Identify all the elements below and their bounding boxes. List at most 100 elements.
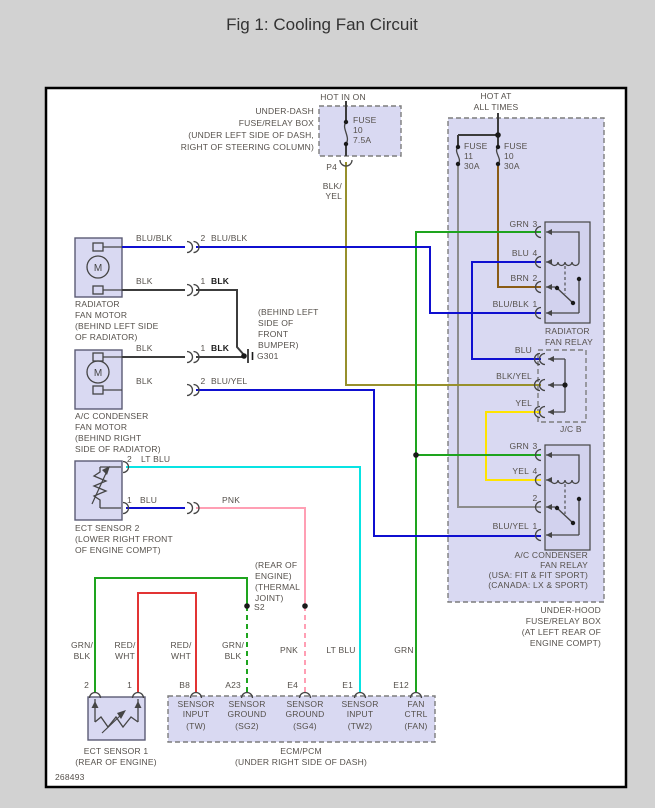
wire-color-label: RED/ [114,640,136,650]
wire-label-blk-yel: YEL [325,191,342,201]
splice-s2-dot [244,603,250,609]
fuse-terminal-dot [343,141,349,147]
wire-brn [497,166,541,288]
relay-pin-wire-label: BLU/YEL [493,521,529,531]
pin-arrow-icon [546,310,552,316]
relay-contact-dot [570,520,576,526]
fuse-symbols [343,119,501,167]
relay-contact-dot [570,300,576,306]
fuse-label: FUSE [504,141,528,151]
drawing-number: 268493 [55,772,85,782]
ac-motor-label: FAN MOTOR [75,422,127,432]
ac-relay-label: A/C CONDENSER [515,550,588,560]
connector-p4-icon [339,159,353,167]
wire-color-label: GRN/ [222,640,244,650]
ac-fan-relay-symbol [534,448,582,542]
pin-arrow-icon [546,284,552,290]
pin-arrow-icon [546,532,552,538]
wire-color-label: RED/ [170,640,192,650]
pin-arrow-icon [546,477,552,483]
relay-switch-arm [556,287,574,304]
jcb-label: J/C B [560,424,582,434]
ac-motor-label: A/C CONDENSER [75,411,148,421]
figure-title: Fig 1: Cooling Fan Circuit [226,15,418,34]
radiator-fan-motor-box [74,237,123,298]
relay-pin-wire-label: YEL [512,466,529,476]
up-arrow-icon [91,701,99,708]
wire-color-label: BLK [211,343,230,353]
relay-contact-dot [576,276,582,282]
wire-blu-relay-to-jcb [471,261,541,360]
ac-relay-label: (CANADA: LX & SPORT) [488,580,588,590]
fuse-terminal-dot [343,119,349,125]
thermistor-arrowhead-icon [117,710,126,719]
connector-icon [186,383,200,397]
pin-arrow-icon [548,382,554,388]
fuse-terminal-dot [495,161,501,167]
ecm-terminal-function: GROUND [228,709,267,719]
jcb-pin-wire-label: BLK/YEL [496,371,532,381]
junction-connector-b-symbol [533,352,568,419]
wire-color-label: BLU [140,495,157,505]
wire-fuse11-to-ac-relay [457,166,541,508]
ecm-label: (UNDER RIGHT SIDE OF DASH) [235,757,367,767]
thermistor-zigzag-icon [94,715,139,729]
underhood-box-label: (AT LEFT REAR OF [522,627,601,637]
radiator-relay-label: RADIATOR [545,326,590,336]
thermal-joint-note: ENGINE) [255,571,292,581]
fuse-label: FUSE [464,141,488,151]
thermistor-leads [100,466,121,509]
ecm-terminal-function: (SG4) [293,721,317,731]
ac-relay-label: (USA: FIT & FIT SPORT) [489,570,588,580]
ect1-label: ECT SENSOR 1 [84,746,149,756]
wire-grn-blk-solid [94,577,248,692]
motor-leads [103,356,122,391]
relay-pin-wire-label: BLU/BLK [493,299,529,309]
ecm-terminal-function: (FAN) [404,721,427,731]
wire-color-label: BLK [136,276,153,286]
underdash-fuse-box [318,105,402,157]
fuse-label: 7.5A [353,135,371,145]
relay-pin-number: 3 [533,219,538,229]
pin-arrow-icon [546,229,552,235]
wire-color-label: BLK [136,343,153,353]
ground-bars-icon [247,349,254,363]
inline-connectors [186,159,353,515]
relay-pin-number: 2 [533,493,538,503]
ground-note: (BEHIND LEFT [258,307,319,317]
underhood-box-label: ENGINE COMPT) [530,638,601,648]
ecm-terminal-function: INPUT [183,709,210,719]
wire-color-label: WHT [171,651,191,661]
ground-note: FRONT [258,329,288,339]
terminal-id-label: 1 [127,680,132,690]
junction-dot-grn [413,452,419,458]
fuse-terminal-dot [495,144,501,150]
thermal-joint-pnk-dot [302,603,308,609]
ecm-terminal-function: (TW2) [348,721,373,731]
jcb-junction-dot [562,382,568,388]
terminal-id-label: E12 [393,680,409,690]
pin-number-label: 2 [201,233,206,243]
connector-icon [186,283,200,297]
ecm-terminal-function: SENSOR [341,699,378,709]
fuse-terminal-dot [455,161,461,167]
wire-grn [415,231,541,692]
wire-color-label: BLU/BLK [136,233,172,243]
relay-pin-wire-label: GRN [510,441,530,451]
pin-arrow-icon [546,452,552,458]
relay-pin-number: 3 [533,441,538,451]
underhood-box-label: UNDER-HOOD [540,605,601,615]
pin-arrow-icon [548,356,554,362]
radiator-fan-relay-symbol [534,225,582,320]
ect1-label: (REAR OF ENGINE) [75,757,157,767]
wire-yel [485,411,541,481]
ecm-terminal-function: (TW) [186,721,206,731]
ecm-terminal-function: SENSOR [177,699,214,709]
ecm-terminal-function: (SG2) [235,721,259,731]
ect2-label: ECT SENSOR 2 [75,523,140,533]
ac-motor-label: (BEHIND RIGHT [75,433,141,443]
wire-color-label: GRN [394,645,414,655]
ecm-terminal-function: SENSOR [286,699,323,709]
wire-color-label: BLK [211,276,230,286]
